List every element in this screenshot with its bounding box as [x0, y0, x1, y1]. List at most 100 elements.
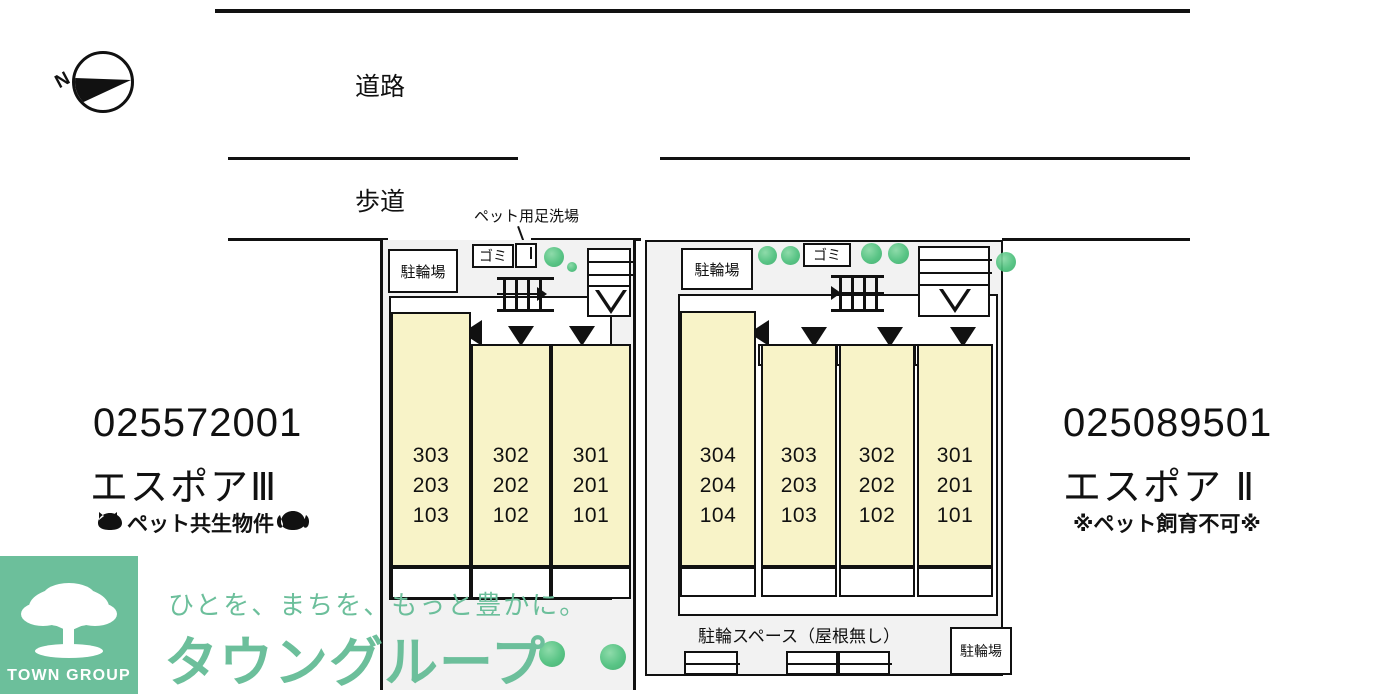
unit-number: 102	[858, 504, 896, 527]
unit-number: 201	[572, 474, 610, 497]
left-corridor-arrow-down-icon	[569, 326, 595, 346]
left-trash-label: ゴミ	[479, 248, 507, 264]
unit-number: 103	[412, 504, 450, 527]
left-right-striped-block	[587, 248, 633, 288]
right-unit-column: 303 203 103	[761, 344, 837, 567]
left-unit-column: 301 201 101	[551, 344, 631, 567]
right-trash-label: ゴミ	[813, 247, 841, 263]
right-unit-column: 302 202 102	[839, 344, 915, 567]
unit-number: 301	[572, 444, 610, 467]
right-entry-marker-box	[918, 284, 990, 317]
unit-number: 202	[858, 474, 896, 497]
unit-number: 102	[492, 504, 530, 527]
right-balcony-row	[917, 567, 993, 597]
bike-rack	[786, 651, 840, 675]
road-sidewalk-divider-left	[228, 157, 518, 160]
road-top-boundary-line	[215, 9, 1190, 13]
left-unit-column: 302 202 102	[471, 344, 551, 567]
left-bicycle-parking-box: 駐輪場	[388, 249, 458, 293]
pet-wash-callout-label: ペット用足洗場	[474, 208, 580, 225]
left-stair-direction-icon	[537, 287, 547, 301]
left-trash-box: ゴミ	[472, 244, 514, 268]
left-entry-marker-box	[587, 285, 631, 317]
unit-number: 203	[780, 474, 818, 497]
left-site-left-edge	[380, 240, 383, 690]
right-corridor-arrow-down-icon	[950, 327, 976, 347]
bike-rack	[838, 651, 892, 675]
left-unit-column: 303 203 103	[391, 312, 471, 567]
right-property-pet-note: ※ペット飼育不可※	[1073, 508, 1261, 538]
shrub-icon	[758, 246, 777, 265]
pet-foot-wash-faucet	[530, 247, 532, 259]
left-property-code: 025572001	[93, 401, 303, 445]
shrub-icon	[888, 243, 909, 264]
left-corridor-arrow-down-icon	[508, 326, 534, 346]
left-stair-icon	[497, 277, 554, 312]
unit-number: 303	[412, 444, 450, 467]
left-property-pet-note: ペット共生物件	[95, 508, 310, 538]
cat-icon	[95, 509, 125, 537]
right-entry-triangle-icon	[939, 289, 971, 313]
unit-number: 202	[492, 474, 530, 497]
left-balcony-row	[471, 567, 551, 599]
left-entry-triangle-icon	[595, 290, 627, 314]
compass-circle	[72, 51, 134, 113]
dog-icon	[276, 509, 310, 537]
right-balcony-row	[761, 567, 837, 597]
right-bicycle-parking-label: 駐輪場	[694, 261, 740, 279]
right-unit-column: 304 204 104	[680, 311, 756, 567]
tree-icon	[21, 583, 117, 658]
unit-number: 101	[936, 504, 974, 527]
left-property-name: エスポアⅢ	[90, 467, 279, 509]
unit-number: 303	[780, 444, 818, 467]
sidewalk-property-boundary-mid	[531, 238, 641, 241]
pet-foot-wash-box	[515, 243, 537, 268]
sidewalk-property-boundary-left	[228, 238, 388, 241]
logo-brand-jp: タウングループ	[164, 633, 546, 693]
left-site-right-edge	[633, 240, 636, 690]
logo-brand-en: TOWN GROUP	[7, 667, 131, 684]
right-property-pet-note-label: ※ペット飼育不可※	[1073, 513, 1261, 536]
shrub-icon	[539, 641, 565, 667]
unit-number: 201	[936, 474, 974, 497]
right-bicycle-parking-box: 駐輪場	[681, 248, 753, 290]
road-label: 道路	[355, 73, 406, 101]
right-stair-icon	[831, 275, 884, 312]
shrub-icon	[861, 243, 882, 264]
road-sidewalk-divider-right	[660, 157, 1190, 160]
unit-number: 204	[699, 474, 737, 497]
left-property-pet-note-label: ペット共生物件	[127, 513, 274, 536]
compass-north-label: N	[51, 68, 74, 94]
right-trash-box: ゴミ	[803, 243, 851, 267]
right-balcony-row	[839, 567, 915, 597]
unit-number: 302	[858, 444, 896, 467]
shrub-icon	[567, 262, 577, 272]
shrub-icon	[996, 252, 1016, 272]
bike-rack	[684, 651, 740, 675]
right-corridor-arrow-down-icon	[877, 327, 903, 347]
right-stair-direction-icon	[831, 286, 841, 300]
right-property-code: 025089501	[1063, 401, 1273, 445]
shrub-icon	[781, 246, 800, 265]
right-unit-column: 301 201 101	[917, 344, 993, 567]
sidewalk-label: 歩道	[355, 188, 406, 216]
left-bicycle-parking-label: 駐輪場	[400, 263, 446, 281]
compass-needle	[75, 78, 131, 106]
shrub-icon	[544, 247, 564, 267]
unit-number: 304	[699, 444, 737, 467]
bicycle-space-noroof-label: 駐輪スペース（屋根無し）	[698, 627, 900, 646]
right-bottom-bicycle-parking-box: 駐輪場	[950, 627, 1012, 675]
logo-tagline: ひとを、まちを、もっと豊かに。	[168, 590, 588, 620]
unit-number: 302	[492, 444, 530, 467]
unit-number: 104	[699, 504, 737, 527]
unit-number: 203	[412, 474, 450, 497]
right-striped-block	[918, 246, 992, 286]
logo-mark-box: TOWN GROUP	[0, 556, 138, 694]
unit-number: 301	[936, 444, 974, 467]
sidewalk-property-boundary-right	[1002, 238, 1190, 241]
right-corridor-arrow-down-icon	[801, 327, 827, 347]
unit-number: 101	[572, 504, 610, 527]
shrub-icon	[600, 644, 626, 670]
right-balcony-row	[680, 567, 756, 597]
